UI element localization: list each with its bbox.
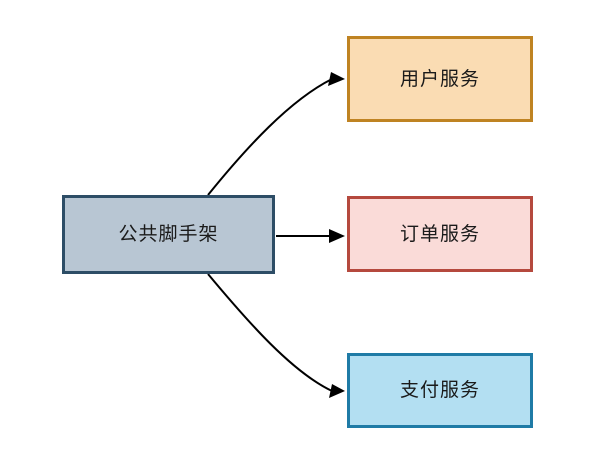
node-order-service-label: 订单服务	[399, 222, 480, 245]
edge-core-to-order	[276, 229, 345, 243]
edge-core-to-pay-arrowhead	[329, 384, 345, 398]
node-common-scaffold[interactable]: 公共脚手架	[62, 195, 275, 274]
edge-core-to-pay-line	[207, 273, 333, 392]
node-payment-service[interactable]: 支付服务	[347, 353, 533, 428]
node-order-service[interactable]: 订单服务	[347, 196, 533, 272]
node-common-scaffold-label: 公共脚手架	[118, 223, 219, 246]
node-payment-service-label: 支付服务	[399, 379, 480, 402]
edge-core-to-user	[207, 72, 345, 196]
edge-core-to-pay	[207, 273, 345, 398]
node-user-service[interactable]: 用户服务	[347, 36, 533, 122]
edge-core-to-user-line	[207, 78, 333, 196]
edge-core-to-user-arrowhead	[328, 72, 345, 86]
edge-core-to-order-arrowhead	[329, 229, 345, 243]
node-user-service-label: 用户服务	[399, 67, 480, 90]
